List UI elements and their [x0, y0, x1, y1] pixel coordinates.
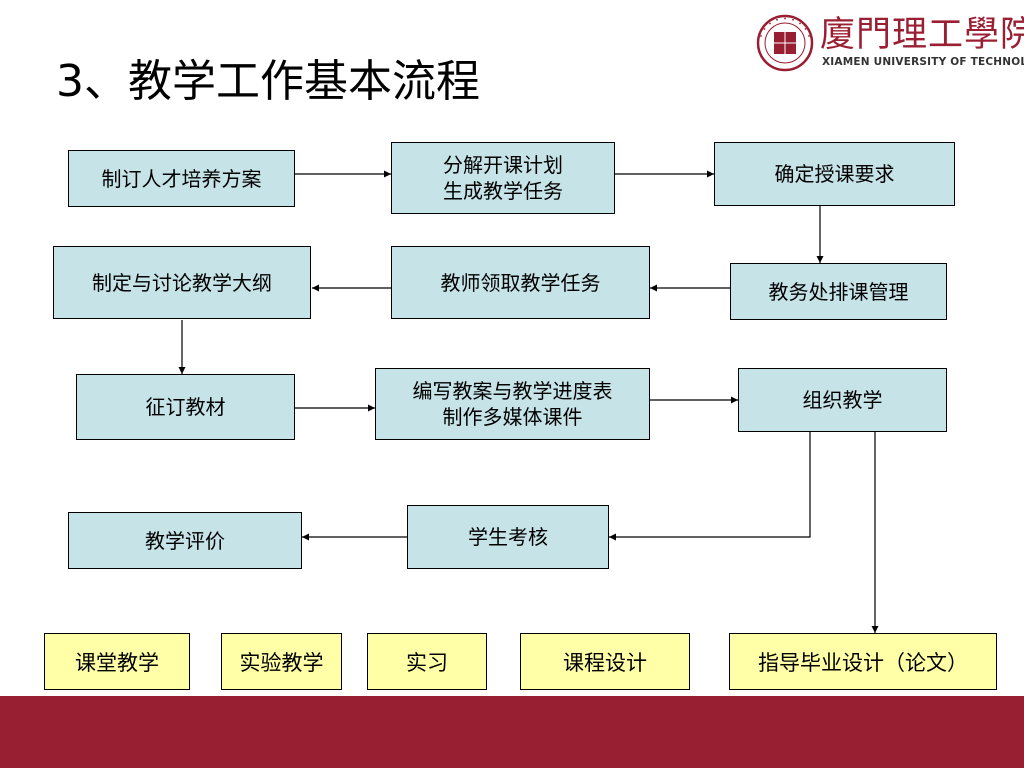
arrow-9-10: [609, 432, 811, 541]
step-teaching-requirements: 确定授课要求: [714, 142, 955, 206]
step-lesson-plans: 编写教案与教学进度表 制作多媒体课件: [375, 368, 650, 440]
type-internship: 实习: [367, 633, 487, 690]
university-name-en: XIAMEN UNIVERSITY OF TECHNOLOGY: [822, 56, 1024, 68]
step-teaching-evaluation: 教学评价: [68, 512, 302, 569]
type-graduation-design: 指导毕业设计（论文）: [729, 633, 997, 690]
step-course-plan: 分解开课计划 生成教学任务: [391, 142, 615, 214]
type-classroom: 课堂教学: [44, 633, 190, 690]
step-student-assessment: 学生考核: [407, 505, 609, 569]
step-textbooks: 征订教材: [76, 374, 295, 440]
page-title: 3、教学工作基本流程: [56, 56, 480, 107]
seal-icon: [756, 14, 814, 72]
step-scheduling: 教务处排课管理: [730, 263, 947, 320]
step-syllabus: 制定与讨论教学大纲: [53, 246, 311, 319]
step-training-plan: 制订人才培养方案: [68, 150, 295, 207]
step-teacher-task: 教师领取教学任务: [391, 246, 650, 319]
type-course-design: 课程设计: [520, 633, 690, 690]
university-name-cn: 廈門理工學院: [820, 15, 1024, 55]
step-organize-teaching: 组织教学: [738, 368, 947, 432]
type-lab: 实验教学: [221, 633, 342, 690]
footer-bar: [0, 696, 1024, 768]
university-logo: 廈門理工學院 XIAMEN UNIVERSITY OF TECHNOLOGY: [756, 14, 1024, 72]
